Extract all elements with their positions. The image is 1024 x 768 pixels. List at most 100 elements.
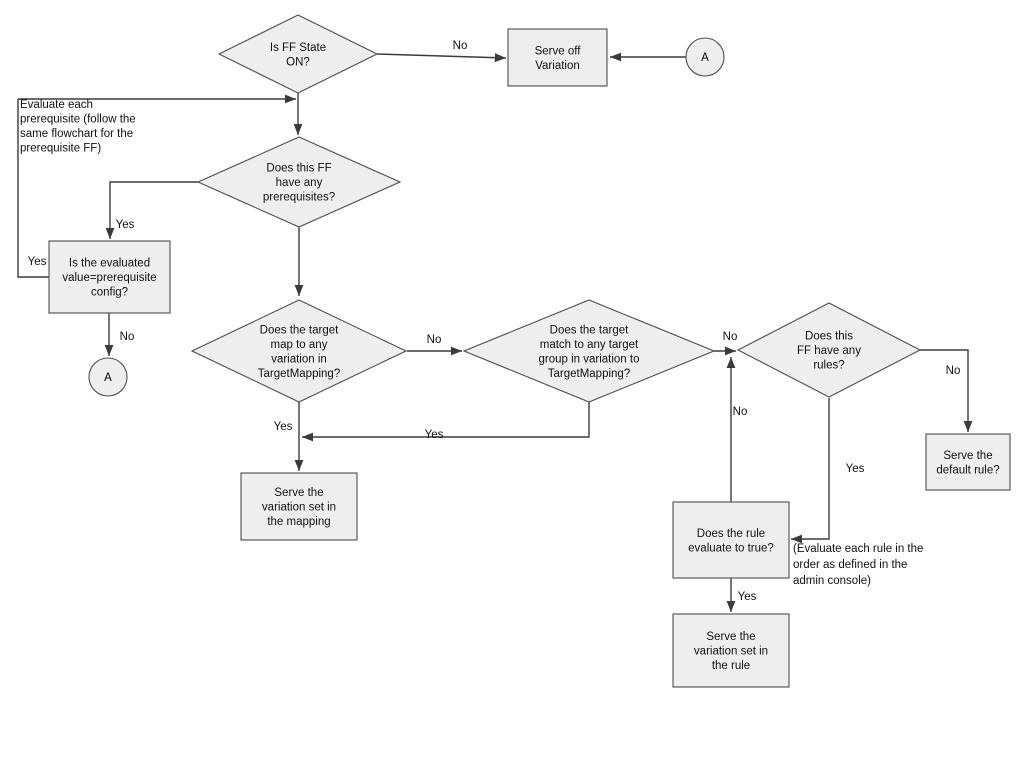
node-label-connector-a-bottom: A: [104, 372, 112, 384]
node-label-target-match-group: Does the target match to any target group …: [538, 324, 639, 380]
node-label-line: Serve off: [535, 45, 582, 57]
note-line: prerequisite FF): [20, 143, 101, 155]
edge-label-rules-no-right: No: [946, 365, 961, 377]
node-label-line: ON?: [286, 56, 310, 68]
node-label-line: Variation: [535, 60, 580, 72]
node-label-line: have any: [276, 177, 323, 189]
node-label-line: Is FF State: [270, 42, 326, 54]
node-label-target-map-variation: Does the target map to any variation in Tar…: [258, 324, 340, 380]
node-label-line: value=prerequisite: [62, 272, 156, 284]
node-target-match-group[interactable]: Does the target match to any target group …: [462, 299, 716, 403]
edge-label-target-match-yes: Yes: [425, 429, 444, 441]
node-label-line: A: [104, 372, 112, 384]
node-label-line: the mapping: [267, 516, 330, 528]
edge-label-prereq-yes: Yes: [116, 219, 135, 231]
edge-rules-no-default: [920, 349, 973, 432]
node-label-line: config?: [91, 287, 128, 299]
node-serve-variation-rule[interactable]: Serve the variation set in the rule: [672, 613, 790, 688]
node-label-line: variation in: [271, 353, 327, 365]
edge-label-target-map-yes: Yes: [274, 421, 293, 433]
node-label-line: evaluate to true?: [688, 542, 774, 554]
node-label-line: Does the rule: [697, 528, 765, 540]
edge-label-rule-true-yes: Yes: [738, 591, 757, 603]
connector-shape-connector-a-top: [685, 37, 725, 77]
node-label-line: Does the target: [260, 324, 339, 336]
node-label-serve-variation-rule: Serve the variation set in the rule: [694, 631, 768, 672]
note-line: order as defined in the: [793, 559, 907, 571]
connector-shape-connector-a-bottom: [88, 357, 128, 397]
node-label-serve-default-rule: Serve the default rule?: [936, 450, 999, 477]
node-connector-a-top[interactable]: A: [685, 37, 725, 77]
node-serve-default-rule[interactable]: Serve the default rule?: [925, 433, 1011, 491]
node-label-line: match to any target: [540, 339, 639, 351]
decision-shape-ff-state: [217, 14, 379, 94]
process-shape-rule-evaluate-true: [672, 501, 790, 579]
node-label-line: A: [701, 52, 709, 64]
node-label-line: default rule?: [936, 464, 999, 476]
node-label-rule-evaluate-true: Does the rule evaluate to true?: [688, 528, 774, 555]
process-shape-serve-default-rule: [925, 433, 1011, 491]
note-line: same flowchart for the: [20, 128, 133, 140]
node-label-line: Is the evaluated: [69, 258, 150, 270]
node-label-line: TargetMapping?: [258, 368, 340, 380]
note-line: Evaluate each: [20, 99, 93, 111]
edge-label-eval-no: No: [120, 331, 135, 343]
note-line: prerequisite (follow the: [20, 114, 136, 126]
node-label-line: Serve the: [706, 631, 755, 643]
decision-shape-has-rules: [736, 302, 922, 398]
edge-label-rules-yes: Yes: [846, 463, 865, 475]
node-label-line: FF have any: [797, 345, 861, 357]
edge-label-rule-false-no: No: [733, 406, 748, 418]
node-target-map-variation[interactable]: Does the target map to any variation in Tar…: [190, 299, 408, 403]
node-label-line: Does the target: [550, 324, 629, 336]
edge-label-eval-yes: Yes: [28, 256, 47, 268]
note-layer: Evaluate each prerequisite (follow the sam…: [20, 99, 923, 587]
node-label-line: Does this: [805, 331, 853, 343]
process-shape-serve-variation-rule: [672, 613, 790, 688]
process-shape-evaluated-value: [48, 240, 171, 314]
node-label-serve-variation-mapping: Serve the variation set in the mapping: [262, 487, 336, 528]
edge-layer: [17, 52, 973, 612]
node-evaluated-value[interactable]: Is the evaluated value=prerequisite config…: [48, 240, 171, 314]
edge-ffstate-no-serveoff: [376, 53, 507, 63]
decision-shape-has-prerequisites: [196, 136, 402, 228]
node-connector-a-bottom[interactable]: A: [88, 357, 128, 397]
node-label-line: group in variation to: [538, 353, 639, 365]
node-serve-variation-mapping[interactable]: Serve the variation set in the mapping: [240, 472, 358, 541]
node-label-line: TargetMapping?: [548, 368, 630, 380]
node-label-line: map to any: [271, 339, 328, 351]
node-label-line: Serve the: [943, 450, 992, 462]
node-label-evaluated-value: Is the evaluated value=prerequisite config…: [62, 258, 156, 299]
node-label-line: prerequisites?: [263, 192, 335, 204]
process-shape-serve-off-variation: [507, 28, 608, 87]
node-label-connector-a-top: A: [701, 52, 709, 64]
node-label-line: variation set in: [694, 646, 768, 658]
process-shape-serve-variation-mapping: [240, 472, 358, 541]
edge-label-target-map-no: No: [427, 334, 442, 346]
node-label-line: Serve the: [274, 487, 323, 499]
edge-prereq-loop-left: [17, 99, 49, 278]
edge-targetmatch-yes-mapping: [302, 402, 590, 442]
node-rule-evaluate-true[interactable]: Does the rule evaluate to true?: [672, 501, 790, 579]
note-prerequisite-note: Evaluate each prerequisite (follow the sam…: [20, 99, 136, 155]
decision-shape-target-match-group: [462, 299, 716, 403]
edge-rules-yes-ruleeval: [791, 398, 830, 544]
note-line: admin console): [793, 575, 871, 587]
edge-label-target-match-no: No: [723, 331, 738, 343]
node-label-line: variation set in: [262, 502, 336, 514]
node-label-line: the rule: [712, 660, 750, 672]
edge-prerequisites-yes-evaluated: [105, 181, 198, 239]
